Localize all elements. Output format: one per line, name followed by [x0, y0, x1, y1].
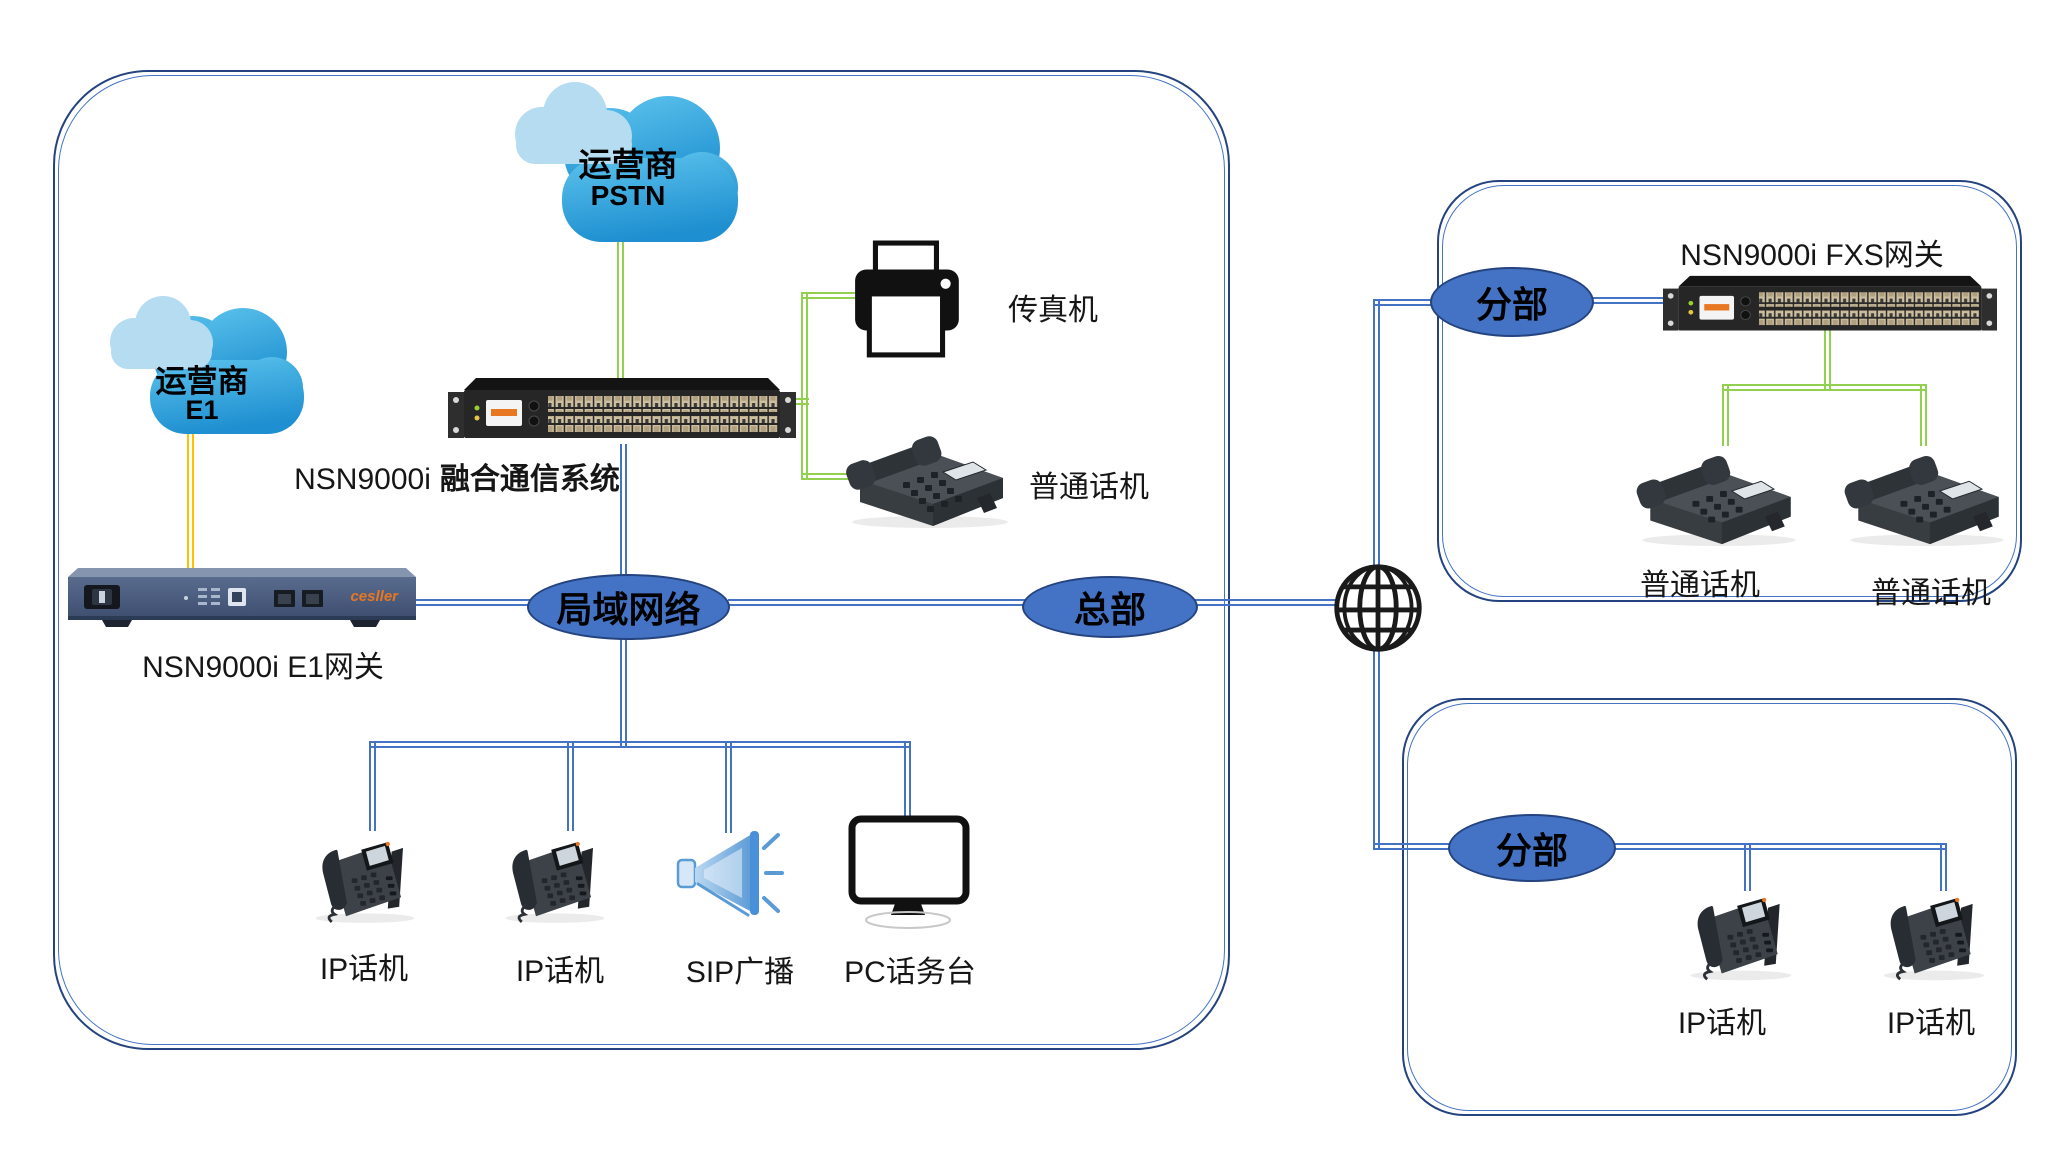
fxs-gateway-device	[1663, 274, 1997, 336]
trunk-globe-down	[1373, 650, 1380, 850]
e1-cloud-label-line2: E1	[185, 395, 219, 425]
link-branchtop-fxs	[1591, 297, 1671, 304]
ip-phone-branch-1	[1683, 878, 1799, 981]
branch-top-box	[1437, 180, 2022, 602]
link-system-lan	[620, 444, 627, 576]
drop-pc-console	[904, 741, 911, 825]
drop-ip-phone-2	[567, 741, 574, 831]
main-system-model: NSN9000i	[294, 463, 431, 496]
analog-phone-branch-2-label: 普通话机	[1871, 577, 1991, 610]
sip-broadcast-label: SIP广播	[685, 956, 795, 989]
branch-bottom-ellipse-label: 分部	[1495, 830, 1568, 871]
trunk-to-branch-top	[1373, 299, 1443, 306]
trunk-to-branch-bottom	[1373, 843, 1458, 850]
link-pstn-system	[617, 238, 624, 380]
ip-phone-hq-1-label: IP话机	[319, 953, 409, 986]
link-gateway-lan	[416, 599, 531, 606]
ip-phone-branch-2-label: IP话机	[1886, 1007, 1976, 1040]
hq-ellipse-label: 总部	[1073, 589, 1146, 630]
analog-phone-hq-label: 普通话机	[1029, 471, 1149, 504]
brand-logo-text: cesller	[350, 588, 399, 605]
pc-console-label: PC话务台	[844, 956, 976, 989]
lan-ellipse: 局域网络	[527, 574, 730, 640]
main-system-device	[448, 376, 796, 444]
ip-phone-hq-2	[498, 820, 612, 926]
fxs-drop-2	[1920, 384, 1927, 446]
branch-top-ellipse-label: 分部	[1475, 284, 1548, 325]
internet-globe-icon	[1330, 560, 1426, 656]
small-cloud-shape	[110, 296, 213, 369]
analog-phone-branch-2	[1843, 440, 2011, 548]
drop-sip-speaker	[725, 741, 732, 833]
e1-cloud	[98, 290, 306, 440]
fxs-bus	[1722, 384, 1927, 391]
branch-top-ellipse: 分部	[1430, 267, 1594, 337]
branch-bottom-box	[1402, 698, 2017, 1116]
link-to-analog-phone	[801, 473, 851, 480]
fxs-down	[1824, 328, 1831, 390]
pstn-cloud-label-line2: PSTN	[590, 180, 666, 211]
lan-ellipse-label: 局域网络	[556, 589, 701, 630]
link-lan-hq	[728, 599, 1026, 606]
small-cloud-shape	[515, 82, 632, 164]
branchbottom-drop-1	[1744, 843, 1751, 891]
handset	[846, 436, 942, 490]
branch-bottom-ellipse: 分部	[1448, 814, 1616, 882]
ip-phone-branch-2	[1876, 878, 1992, 981]
analog-phone-branch-1-label: 普通话机	[1640, 569, 1760, 602]
drop-ip-phone-1	[369, 741, 376, 831]
fax-machine-icon	[853, 240, 965, 360]
fxs-drop-1	[1722, 384, 1729, 446]
ip-phone-hq-1	[308, 820, 422, 926]
link-e1cloud-gateway	[187, 432, 194, 572]
pc-console-icon	[848, 815, 970, 933]
hq-ellipse: 总部	[1022, 576, 1198, 638]
ip-phone-hq-2-label: IP话机	[515, 955, 605, 988]
pstn-cloud	[500, 76, 740, 246]
fxs-gateway-label: NSN9000i FXS网关	[1680, 239, 1944, 272]
e1-gateway-device: cesller	[68, 568, 416, 632]
lan-bus	[369, 741, 911, 748]
link-hq-globe	[1194, 599, 1338, 606]
trunk-globe-up	[1373, 299, 1380, 569]
ip-phone-branch-1-label: IP话机	[1677, 1007, 1767, 1040]
analog-phone-branch-1	[1635, 440, 1803, 548]
lan-drop	[620, 638, 627, 748]
e1-cloud-label-line1: 运营商	[155, 364, 249, 399]
link-fax-phone-trunk	[801, 292, 808, 480]
sip-speaker-icon	[675, 822, 787, 922]
main-system-name: 融合通信系统	[439, 463, 620, 496]
branchbottom-bus	[1614, 843, 1947, 850]
hq-box	[53, 70, 1230, 1050]
analog-phone-hq	[845, 420, 1015, 530]
branchbottom-drop-2	[1940, 843, 1947, 891]
pstn-cloud-label-line1: 运营商	[578, 146, 678, 183]
fax-label: 传真机	[1008, 294, 1098, 327]
e1-gateway-label: NSN9000i E1网关	[142, 651, 384, 684]
link-to-fax	[801, 292, 859, 299]
